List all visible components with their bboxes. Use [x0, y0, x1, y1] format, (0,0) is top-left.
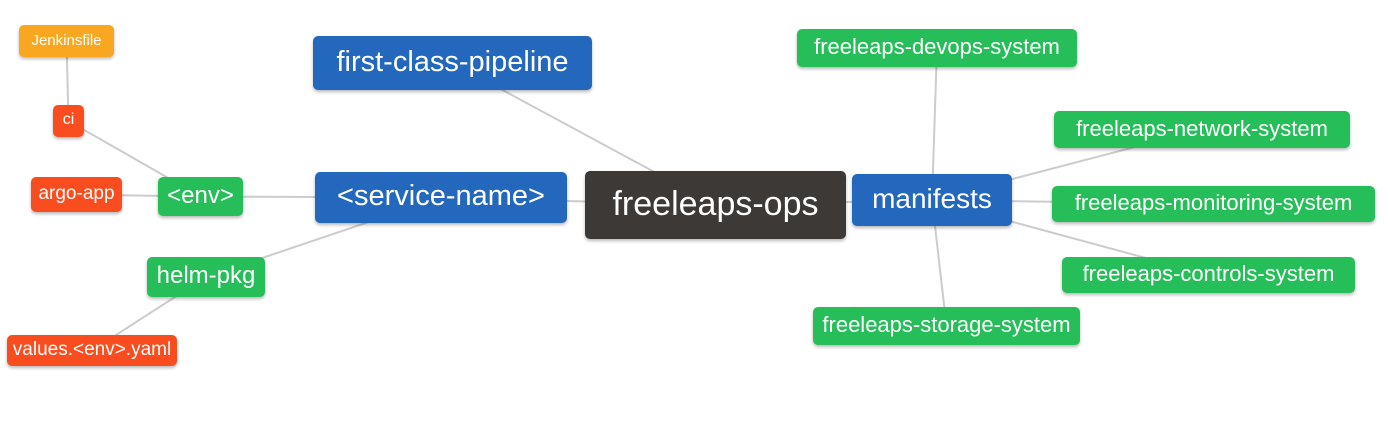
- node-freeleaps-storage-system[interactable]: freeleaps-storage-system: [813, 307, 1080, 345]
- node-env[interactable]: <env>: [158, 177, 243, 216]
- node-service-name[interactable]: <service-name>: [315, 172, 567, 223]
- node-freeleaps-devops-system[interactable]: freeleaps-devops-system: [797, 29, 1077, 67]
- node-label: values.<env>.yaml: [12, 339, 172, 360]
- node-freeleaps-ops-root[interactable]: freeleaps-ops: [585, 171, 846, 239]
- node-label: <env>: [167, 181, 234, 209]
- node-freeleaps-controls-system[interactable]: freeleaps-controls-system: [1062, 257, 1355, 293]
- node-label: ci: [62, 111, 75, 128]
- node-label: helm-pkg: [156, 262, 256, 289]
- node-label: freeleaps-ops: [612, 185, 819, 223]
- node-label: manifests: [872, 183, 992, 214]
- node-manifests[interactable]: manifests: [852, 174, 1012, 226]
- node-label: freeleaps-network-system: [1076, 115, 1328, 141]
- node-freeleaps-monitoring-system[interactable]: freeleaps-monitoring-system: [1052, 186, 1375, 222]
- node-values-env-yaml[interactable]: values.<env>.yaml: [7, 335, 177, 366]
- node-label: freeleaps-storage-system: [822, 312, 1071, 337]
- node-label: <service-name>: [337, 180, 545, 212]
- node-label: Jenkinsfile: [31, 31, 102, 49]
- node-label: freeleaps-devops-system: [814, 34, 1060, 59]
- node-first-class-pipeline[interactable]: first-class-pipeline: [313, 36, 592, 90]
- node-ci[interactable]: ci: [53, 105, 84, 137]
- node-label: first-class-pipeline: [336, 45, 569, 78]
- node-label: freeleaps-monitoring-system: [1074, 190, 1353, 215]
- node-argo-app[interactable]: argo-app: [31, 177, 122, 212]
- node-jenkinsfile[interactable]: Jenkinsfile: [19, 25, 114, 57]
- node-label: freeleaps-controls-system: [1082, 261, 1335, 286]
- node-helm-pkg[interactable]: helm-pkg: [147, 257, 265, 297]
- node-freeleaps-network-system[interactable]: freeleaps-network-system: [1054, 111, 1350, 148]
- node-label: argo-app: [38, 183, 115, 204]
